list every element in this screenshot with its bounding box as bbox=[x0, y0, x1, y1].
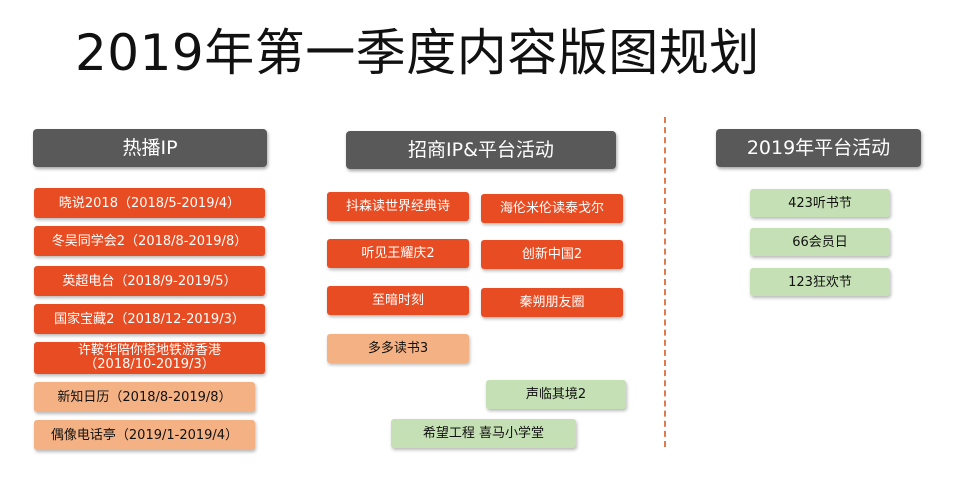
tag-sponsored-6: 秦朔朋友圈 bbox=[481, 288, 623, 317]
tag-hot-ip-4: 国家宝藏2（2018/12-2019/3） bbox=[34, 304, 265, 334]
column-divider bbox=[664, 117, 666, 447]
page-title: 2019年第一季度内容版图规划 bbox=[75, 24, 760, 82]
tag-hot-ip-2: 冬吴同学会2（2018/8-2019/8） bbox=[34, 226, 265, 256]
tag-hot-ip-7: 偶像电话亭（2019/1-2019/4） bbox=[34, 420, 255, 450]
tag-sponsored-3: 听见王耀庆2 bbox=[327, 239, 469, 268]
header-platform-events: 2019年平台活动 bbox=[716, 129, 921, 167]
tag-sponsored-4: 创新中国2 bbox=[481, 240, 623, 269]
tag-sponsored-7: 多多读书3 bbox=[327, 334, 469, 363]
tag-hot-ip-5-line-2: （2018/10-2019/3） bbox=[84, 357, 215, 372]
tag-platform-2: 66会员日 bbox=[750, 228, 890, 256]
tag-platform-1: 423听书节 bbox=[750, 189, 890, 217]
tag-sponsored-5: 至暗时刻 bbox=[327, 286, 469, 315]
tag-sponsored-1: 抖森读世界经典诗 bbox=[327, 192, 469, 221]
tag-hot-ip-1: 晓说2018（2018/5-2019/4） bbox=[34, 188, 265, 218]
tag-sponsored-8: 声临其境2 bbox=[486, 380, 626, 409]
header-sponsored-ip: 招商IP&平台活动 bbox=[346, 131, 616, 169]
tag-platform-3: 123狂欢节 bbox=[750, 268, 890, 296]
tag-hot-ip-6: 新知日历（2018/8-2019/8） bbox=[34, 382, 255, 412]
tag-hot-ip-5: 许鞍华陪你搭地铁游香港 （2018/10-2019/3） bbox=[34, 342, 265, 374]
tag-hot-ip-5-line-1: 许鞍华陪你搭地铁游香港 bbox=[77, 343, 221, 358]
header-hot-ip: 热播IP bbox=[33, 129, 267, 167]
tag-sponsored-2: 海伦米伦读泰戈尔 bbox=[481, 194, 623, 223]
tag-sponsored-9: 希望工程 喜马小学堂 bbox=[391, 419, 576, 448]
tag-hot-ip-3: 英超电台（2018/9-2019/5） bbox=[34, 266, 265, 296]
